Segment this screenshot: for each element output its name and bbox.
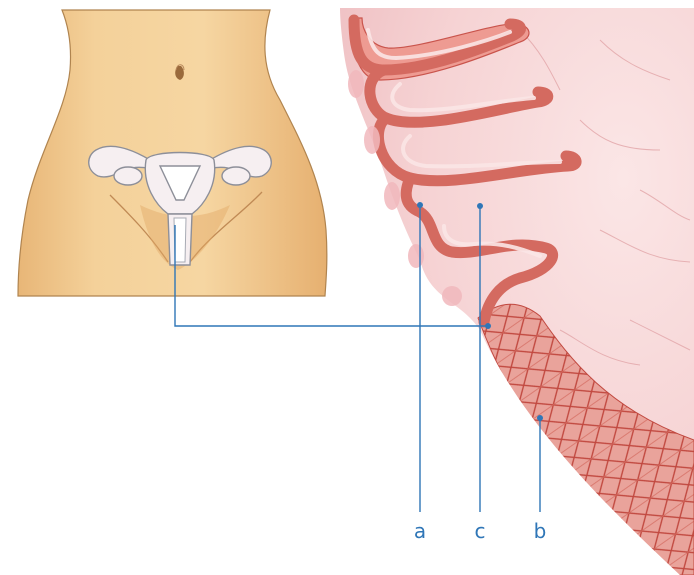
dot-c: [477, 203, 483, 209]
callout-label-b: b: [534, 519, 547, 543]
dot-wall: [485, 323, 491, 329]
ovary-left: [114, 167, 142, 185]
tissue-section: [340, 8, 694, 575]
ovary-right: [222, 167, 250, 185]
callout-label-a: a: [414, 519, 426, 543]
callout-label-c: c: [475, 519, 486, 543]
dot-a: [417, 202, 423, 208]
dot-b: [537, 415, 543, 421]
